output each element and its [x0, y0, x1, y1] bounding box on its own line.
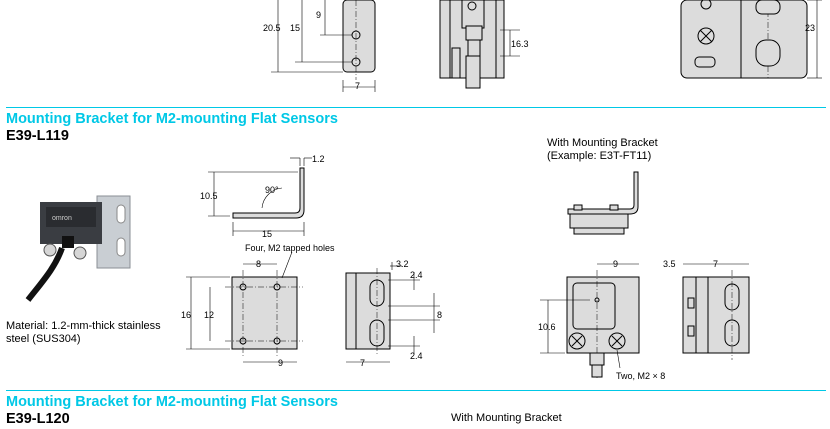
with-bracket-title: With Mounting Bracket	[547, 137, 658, 149]
section-divider-2	[6, 390, 826, 391]
dim-10-6: 10.6	[538, 322, 556, 332]
material-line-1: Material: 1.2-mm-thick stainless	[6, 320, 161, 332]
dim-9: 9	[316, 10, 322, 20]
dim-9-b: 9	[613, 259, 619, 269]
dim-3-5: 3.5	[663, 259, 676, 269]
with-bracket-example: (Example: E3T-FT11)	[547, 150, 652, 162]
dim-10-5: 10.5	[200, 191, 218, 201]
dim-8: 8	[256, 259, 262, 269]
top-middle-sensor-drawing	[439, 0, 520, 89]
dim-1-2: 1.2	[312, 154, 325, 164]
dim-9: 9	[278, 358, 284, 368]
dim-15-b: 15	[262, 229, 273, 239]
material-line-2: steel (SUS304)	[6, 333, 81, 345]
svg-text:omron: omron	[52, 215, 72, 222]
screws-note: Two, M2 × 8	[616, 371, 666, 381]
top-left-bracket-drawing	[271, 0, 376, 92]
section-heading-e39-l120: Mounting Bracket for M2-mounting Flat Se…	[6, 394, 338, 410]
section-divider	[6, 107, 826, 108]
dim-7-b: 7	[360, 358, 366, 368]
angle-90: 90°	[265, 185, 279, 195]
dim-12: 12	[204, 310, 215, 320]
dim-2-4-top: 2.4	[410, 270, 423, 280]
dim-2-4-bottom: 2.4	[410, 351, 423, 361]
model-number-e39-l119: E39-L119	[6, 128, 69, 144]
section-heading-e39-l119: Mounting Bracket for M2-mounting Flat Se…	[6, 111, 338, 127]
dim-16-3: 16.3	[511, 39, 529, 49]
dim-7: 7	[355, 81, 361, 91]
dim-7-c: 7	[713, 259, 719, 269]
dim-23: 23	[805, 23, 816, 33]
dim-20-5: 20.5	[263, 23, 281, 33]
dim-15: 15	[290, 23, 301, 33]
dim-16: 16	[181, 310, 192, 320]
with-bracket-title-2: With Mounting Bracket	[451, 412, 562, 424]
dim-8-b: 8	[437, 310, 443, 320]
dim-3-2: 3.2	[396, 259, 409, 269]
tapped-holes-note: Four, M2 tapped holes	[245, 243, 335, 253]
model-number-e39-l120: E39-L120	[6, 411, 70, 427]
top-right-sensor-drawing	[680, 0, 822, 79]
